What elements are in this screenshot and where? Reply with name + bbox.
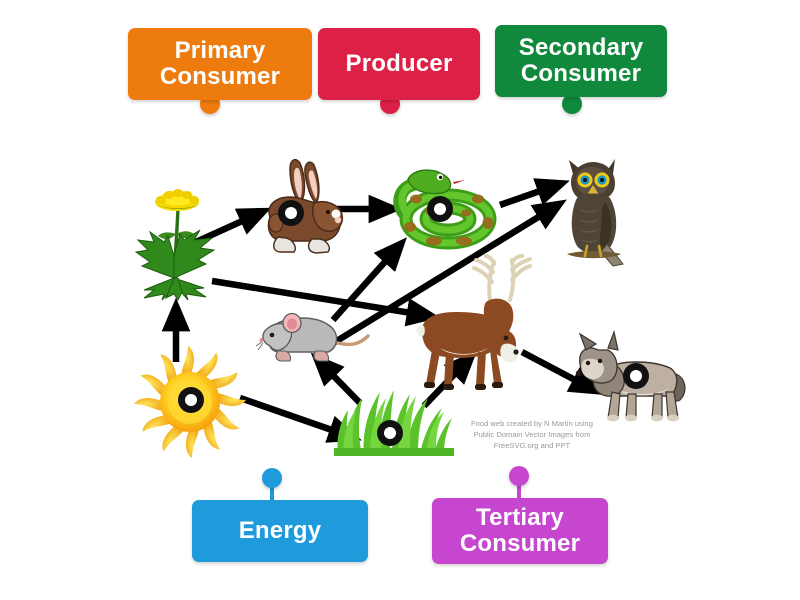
label-box-producer[interactable]: Producer (318, 28, 480, 100)
organism-dandelion (130, 178, 242, 301)
label-box-energy[interactable]: Energy (192, 500, 368, 562)
drop-target-grass[interactable] (377, 420, 403, 446)
label-text-producer: Producer (345, 50, 453, 78)
drop-target-wolf[interactable] (623, 363, 649, 389)
label-knob-energy[interactable] (262, 468, 282, 488)
credits-line-3: FreeSVG.org and PPT (493, 441, 571, 450)
credits-line-1: Food web created by N Martin using (471, 419, 593, 428)
organism-rabbit (252, 155, 360, 263)
drop-target-snake[interactable] (427, 196, 453, 222)
organism-owl (555, 158, 637, 270)
drop-target-sun[interactable] (178, 387, 204, 413)
credits-text: Food web created by N Martin using Publi… (462, 418, 602, 451)
credits-line-2: Public Domain Vector Images from (473, 430, 591, 439)
label-stem-tertiary-consumer (517, 476, 521, 504)
organism-mouse (255, 306, 374, 368)
label-knob-secondary-consumer[interactable] (562, 94, 582, 114)
label-knob-tertiary-consumer[interactable] (509, 466, 529, 486)
organism-deer (412, 254, 548, 394)
label-text-energy: Energy (238, 517, 322, 545)
drop-target-rabbit[interactable] (278, 200, 304, 226)
label-stem-energy (270, 478, 274, 506)
